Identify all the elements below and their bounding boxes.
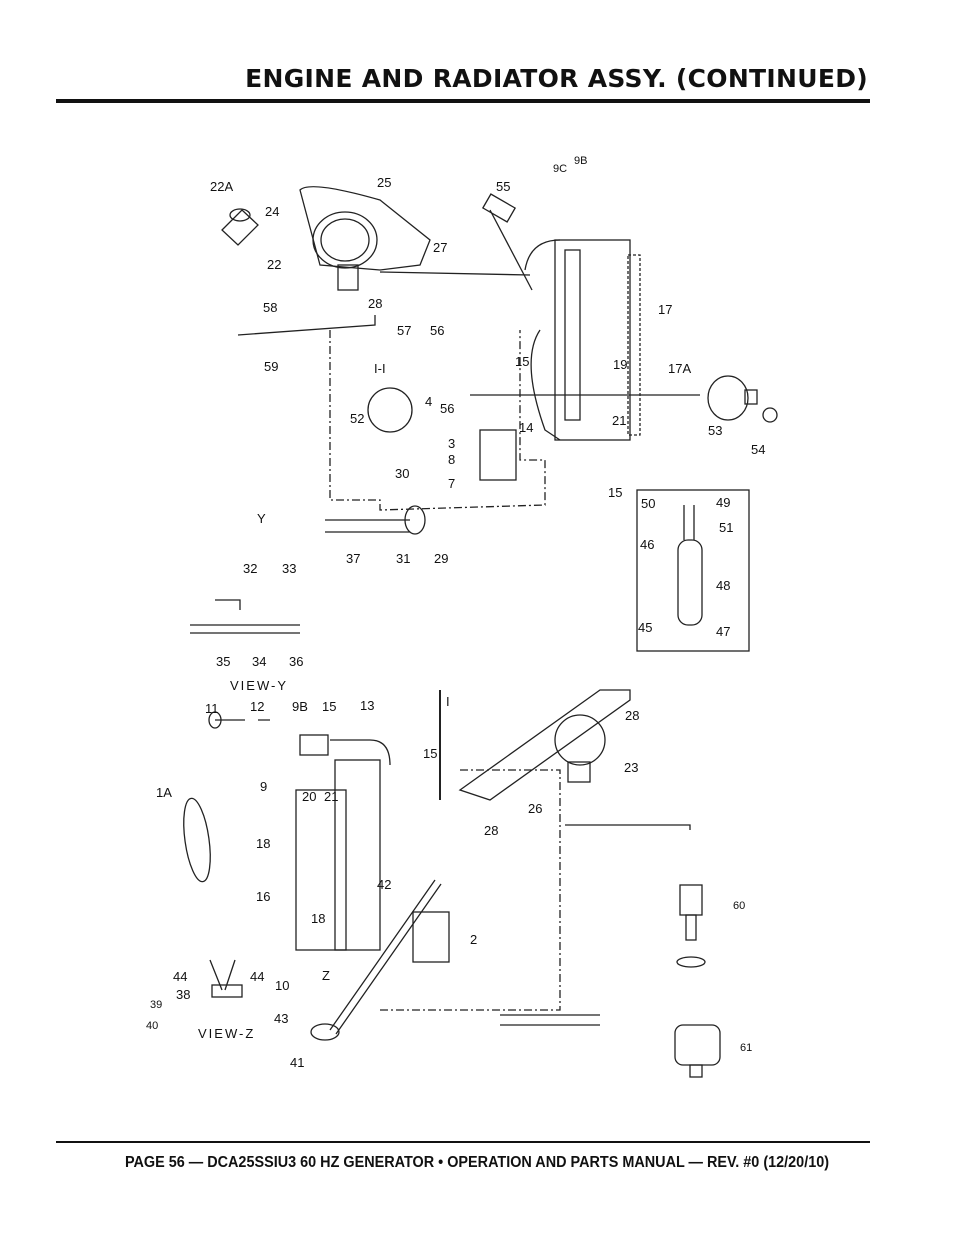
part-label: 56 xyxy=(430,323,445,338)
part-label: 23 xyxy=(624,760,639,775)
part-label: 7 xyxy=(448,476,456,491)
part-label: 52 xyxy=(350,411,365,426)
part-label: 29 xyxy=(434,551,449,566)
part-label: 24 xyxy=(265,204,280,219)
part-label: 59 xyxy=(264,359,279,374)
part-label: 9B xyxy=(292,699,308,714)
part-label: 11 xyxy=(205,701,219,716)
dipstick-42 xyxy=(329,879,442,1035)
part-label: 61 xyxy=(740,1042,753,1054)
part-label: 15 xyxy=(515,354,530,369)
part-label: 18 xyxy=(311,911,326,926)
part-label: 8 xyxy=(448,452,456,467)
part-label: 60 xyxy=(733,900,746,912)
part-label: 15 xyxy=(322,699,337,714)
radiator-top-drawing xyxy=(524,239,641,441)
section-marker: I xyxy=(446,694,450,709)
view-z-label: VIEW-Z xyxy=(198,1026,256,1041)
part-label: 3 xyxy=(448,436,456,451)
part-label: 9C xyxy=(553,163,568,175)
part-label: 40 xyxy=(146,1020,159,1032)
part-label: 15 xyxy=(423,746,438,761)
part-label: 41 xyxy=(290,1055,305,1070)
part-label: 22A xyxy=(210,179,234,194)
part-label: 50 xyxy=(641,496,656,511)
part-label: 53 xyxy=(708,423,723,438)
belt-1a-drawing xyxy=(183,797,211,883)
view-y-label: VIEW-Y xyxy=(230,678,288,693)
part-label: 17 xyxy=(658,302,673,317)
radiator-bottom-drawing xyxy=(295,734,391,951)
view-marker: Z xyxy=(322,968,330,983)
part-label: 22 xyxy=(267,257,282,272)
part-label: 57 xyxy=(397,323,412,338)
part-label: 2 xyxy=(470,932,478,947)
part-label: 51 xyxy=(719,520,734,535)
leader-55 xyxy=(489,209,533,291)
filter-22a-drawing xyxy=(221,208,259,246)
sensor-55-drawing xyxy=(481,193,517,223)
part-label: 37 xyxy=(346,551,361,566)
part-label: 35 xyxy=(216,654,231,669)
part-label: 44 xyxy=(250,969,265,984)
page-title: ENGINE AND RADIATOR ASSY. (CONTINUED) xyxy=(245,64,868,93)
part-label: 48 xyxy=(716,578,731,593)
part-label: 4 xyxy=(425,394,433,409)
header-rule xyxy=(56,99,870,103)
inset-box xyxy=(636,489,750,652)
part-label: 56 xyxy=(440,401,455,416)
page-footer: PAGE 56 — DCA25SSIU3 60 HZ GENERATOR • O… xyxy=(124,1154,830,1171)
part-label: 54 xyxy=(751,442,766,457)
air-cleaner-drawing xyxy=(299,186,531,291)
part-label: 43 xyxy=(274,1011,289,1026)
part-label: 21 xyxy=(612,413,627,428)
part-label: 25 xyxy=(377,175,392,190)
part-label: 31 xyxy=(396,551,411,566)
part-label: 10 xyxy=(275,978,290,993)
part-label: 13 xyxy=(360,698,375,713)
sensor-53-drawing xyxy=(707,375,778,423)
engine-outline-top xyxy=(329,330,546,511)
part-label: 47 xyxy=(716,624,731,639)
part-label: 30 xyxy=(395,466,410,481)
part-label: 18 xyxy=(256,836,271,851)
part-label: 45 xyxy=(638,620,653,635)
part-label: 46 xyxy=(640,537,655,552)
part-label: 20 xyxy=(302,789,317,804)
part-label: 32 xyxy=(243,561,258,576)
part-label: 14 xyxy=(519,420,534,435)
part-label: 58 xyxy=(263,300,278,315)
part-label: 16 xyxy=(256,889,271,904)
part-label: 1A xyxy=(156,785,172,800)
section-label: I-I xyxy=(374,361,386,376)
part-label: 9 xyxy=(260,779,268,794)
part-label: 44 xyxy=(173,969,188,984)
part-label: 38 xyxy=(176,987,191,1002)
part-label: 28 xyxy=(484,823,499,838)
bracket-2 xyxy=(412,911,450,963)
part-label: 9B xyxy=(574,155,588,167)
part-label: 27 xyxy=(433,240,448,255)
part-label: 15 xyxy=(608,485,623,500)
part-label: 49 xyxy=(716,495,731,510)
sensor-60-drawing xyxy=(676,884,706,968)
bracket-3 xyxy=(479,429,517,481)
sensor-61-drawing xyxy=(674,1024,721,1078)
part-label: 36 xyxy=(289,654,304,669)
part-label: 42 xyxy=(377,877,392,892)
part-label: 26 xyxy=(528,801,543,816)
part-label: 21 xyxy=(324,789,339,804)
part-label: 12 xyxy=(250,699,265,714)
footer-rule xyxy=(56,1141,870,1143)
part-label: 55 xyxy=(496,179,511,194)
part-label: 33 xyxy=(282,561,297,576)
part-label: 19 xyxy=(613,357,628,372)
part-label: 28 xyxy=(625,708,640,723)
part-label: 17A xyxy=(668,361,692,376)
view-marker: Y xyxy=(257,511,266,526)
part-label: 28 xyxy=(368,296,383,311)
part-label: 34 xyxy=(252,654,267,669)
part-label: 39 xyxy=(150,999,163,1011)
